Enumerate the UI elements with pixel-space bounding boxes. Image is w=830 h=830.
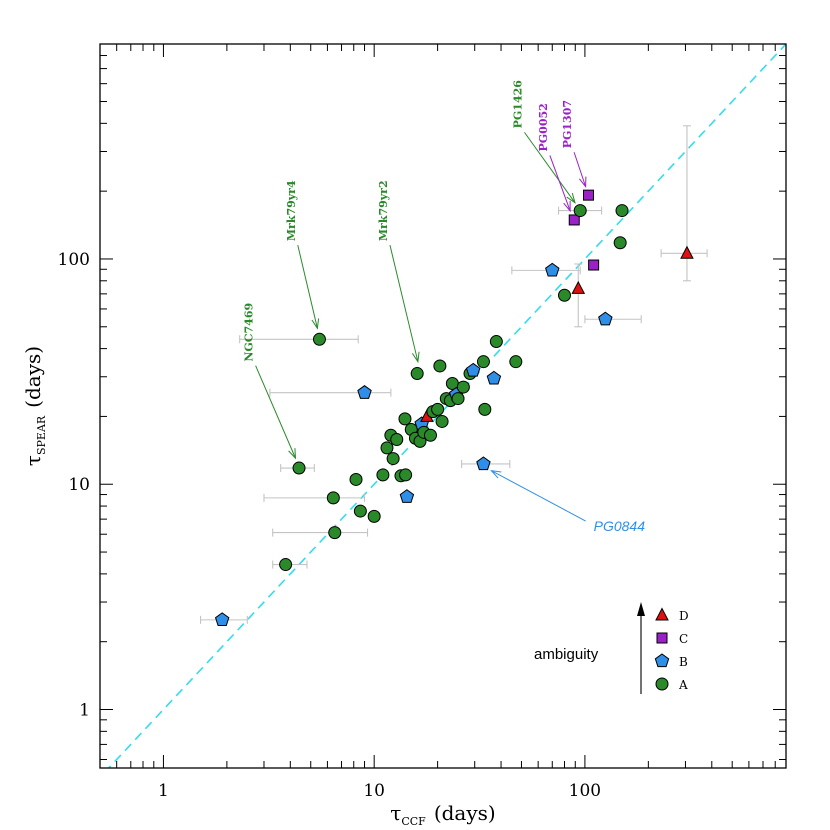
annotation-arrowhead <box>579 176 587 188</box>
data-point-class-B <box>545 262 560 277</box>
data-point-class-A <box>353 504 367 518</box>
annotation-arrowhead <box>490 469 502 479</box>
annotation-label-mrk79yr2: Mrk79yr2 <box>377 180 390 241</box>
annotation-label-pg0052: PG0052 <box>537 103 550 151</box>
y-axis-subscript: SPEAR <box>35 415 48 455</box>
data-point-class-C <box>582 189 594 201</box>
annotation-label-pg0844: PG0844 <box>594 518 646 534</box>
data-point-class-B <box>598 311 613 326</box>
data-point-class-A <box>435 414 449 428</box>
data-point-class-A <box>386 452 400 466</box>
data-point-class-A <box>451 392 465 406</box>
annotation-arrow <box>573 152 587 187</box>
data-point-class-A <box>399 468 413 482</box>
data-point-class-B <box>465 362 481 377</box>
y-tick-label: 10 <box>68 475 90 495</box>
annotation-label-pg1307: PG1307 <box>561 100 574 148</box>
data-point-class-B <box>214 612 230 627</box>
data-point-class-A <box>456 380 470 394</box>
data-point-class-A <box>573 204 587 218</box>
annotation-arrow <box>549 155 571 212</box>
annotation-label-mrk79yr4: Mrk79yr4 <box>285 180 298 241</box>
data-point-class-B <box>476 456 491 471</box>
annotation-arrow <box>297 245 318 329</box>
legend-ambiguity-arrowhead <box>637 602 645 616</box>
data-point-class-A <box>367 509 381 523</box>
data-point-class-A <box>431 402 445 416</box>
data-point-class-A <box>615 204 629 218</box>
data-point-class-D <box>680 245 694 259</box>
data-point-class-C <box>588 259 600 271</box>
data-point-class-A <box>433 359 447 373</box>
data-point-class-A <box>390 432 404 446</box>
legend-marker-D <box>655 607 669 621</box>
legend-label-D: D <box>679 609 689 623</box>
data-point-class-A <box>478 402 492 416</box>
data-point-class-A <box>410 367 424 381</box>
data-point-class-B <box>486 370 502 385</box>
data-point-class-A <box>476 355 490 369</box>
y-axis-symbol: τ <box>21 455 45 466</box>
data-point-class-A <box>557 288 571 302</box>
data-point-class-B <box>357 385 372 399</box>
x-tick-label: 1 <box>158 781 169 801</box>
legend-title: ambiguity <box>534 646 599 663</box>
data-point-class-B <box>399 489 415 503</box>
annotation-arrowhead <box>566 192 576 204</box>
y-tick-label: 1 <box>79 701 90 721</box>
x-axis-symbol: τ <box>390 801 401 825</box>
data-point-class-A <box>613 236 627 250</box>
annotation-arrowhead <box>411 351 420 364</box>
annotation-label-ngc7469: NGC7469 <box>243 303 256 362</box>
x-axis-unit: (days) <box>434 801 496 825</box>
data-point-class-A <box>398 412 412 426</box>
plot-frame <box>99 43 787 769</box>
data-point-class-A <box>328 526 342 540</box>
legend-label-B: B <box>679 655 688 669</box>
data-point-class-A <box>380 441 394 455</box>
annotation-arrowhead <box>288 448 297 460</box>
data-point-class-A <box>423 428 437 442</box>
x-tick-label: 100 <box>569 781 601 801</box>
data-points <box>214 189 694 627</box>
data-point-class-D <box>571 280 586 294</box>
legend-label-A: A <box>678 678 688 692</box>
data-point-class-C <box>568 214 580 226</box>
y-tick-label: 100 <box>58 250 90 270</box>
axis-ticks <box>99 43 787 768</box>
data-point-class-A <box>509 355 523 369</box>
legend-label-C: C <box>679 632 688 646</box>
annotation-arrow <box>491 470 586 522</box>
data-point-class-A <box>292 461 306 475</box>
data-point-class-A <box>312 332 326 346</box>
legend-marker-B <box>654 653 670 668</box>
annotation-arrow <box>389 245 419 362</box>
legend-marker-A <box>655 677 669 691</box>
y-axis-title: τSPEAR (days) <box>21 346 48 466</box>
data-point-class-A <box>279 558 293 572</box>
annotation-arrowhead <box>563 200 571 213</box>
plot-area <box>107 44 786 768</box>
x-tick-label: 10 <box>363 781 385 801</box>
data-point-class-A <box>326 491 340 505</box>
data-point-class-A <box>349 472 363 486</box>
annotation-arrow <box>524 132 576 203</box>
x-axis-subscript: CCF <box>401 815 426 828</box>
legend-marker-C <box>656 632 668 644</box>
y-axis-unit: (days) <box>21 346 45 408</box>
annotation-label-pg1426: PG1426 <box>511 80 524 129</box>
annotation-arrow <box>255 365 296 459</box>
annotation-arrowhead <box>311 318 320 330</box>
error-bars <box>199 125 708 624</box>
data-point-class-A <box>489 335 503 349</box>
data-point-class-A <box>376 468 390 482</box>
x-axis-title: τCCF (days) <box>390 801 495 828</box>
